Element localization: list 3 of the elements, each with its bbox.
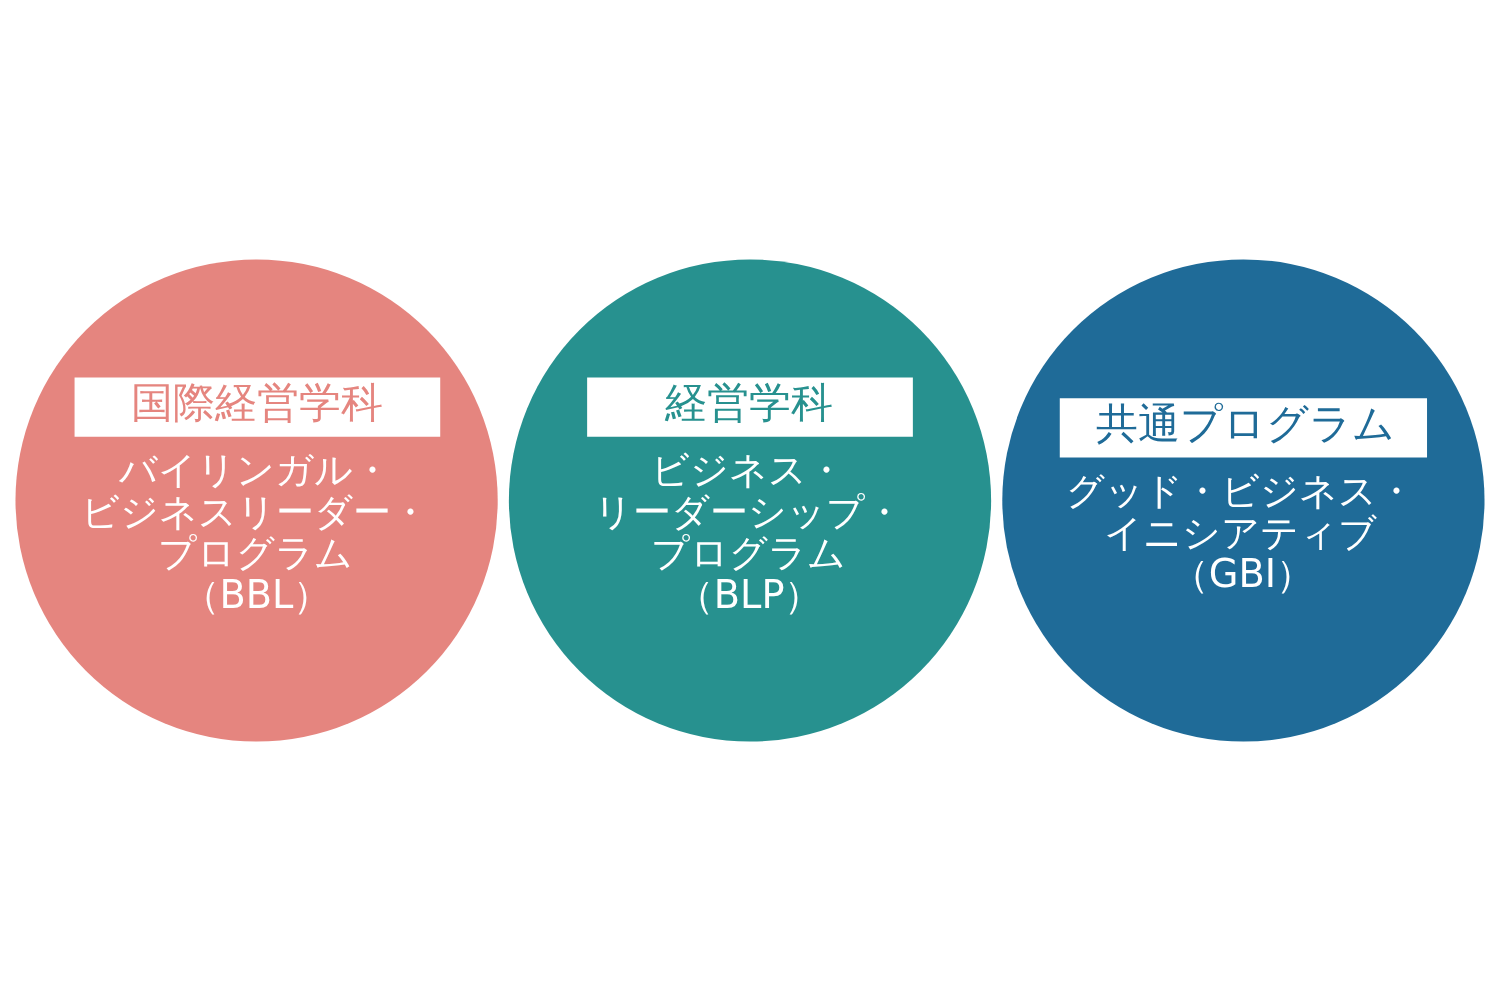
node-circle: 国際経営学科 バイリンガル・ビジネスリーダー・プログラム（BBL） [15,258,498,742]
node-circle: 経営学科 ビジネス・リーダーシップ・プログラム（BLP） [508,258,992,742]
node-circle: 共通プログラム グッド・ビジネス・イニシアティブ（GBI） [1002,258,1485,742]
